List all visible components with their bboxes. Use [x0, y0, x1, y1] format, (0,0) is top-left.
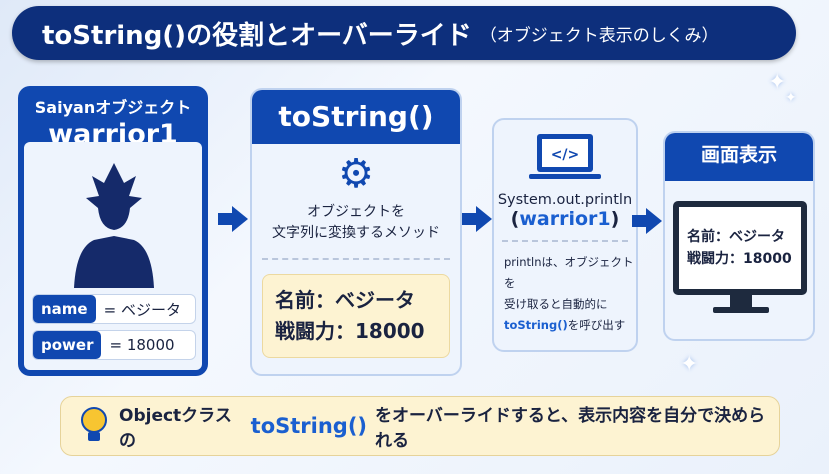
arrow-right-icon: [218, 206, 248, 232]
field-key: power: [33, 331, 102, 359]
field-name: name = ベジータ: [32, 294, 196, 324]
divider: [262, 258, 450, 260]
method-title: toString(): [252, 90, 460, 144]
display-card: 画面表示 名前：ベジータ 戦闘力：18000: [663, 131, 815, 341]
page-title: toString()の役割とオーバーライド （オブジェクト表示のしくみ）: [12, 6, 796, 60]
paren: (: [510, 208, 520, 230]
divider: [502, 240, 628, 242]
lightbulb-icon: [81, 407, 107, 441]
object-card: Saiyanオブジェクト warrior1 name = ベジータ power …: [18, 86, 208, 376]
monitor-stand: [730, 295, 752, 309]
title-main: toString()の役割とオーバーライド: [42, 20, 472, 51]
laptop-code-icon: </>: [529, 134, 601, 179]
screen-line: 名前：ベジータ: [687, 229, 785, 245]
sparkle-icon: ✦: [785, 90, 797, 106]
println-card: </> System.out.println (warrior1) printl…: [492, 118, 638, 352]
note-method: toString(): [504, 318, 568, 332]
note-line: printlnは、オブジェクトを: [504, 255, 634, 290]
field-power: power = 18000: [32, 330, 196, 360]
desc-line: オブジェクトを: [307, 204, 405, 220]
gear-icon: ⚙: [338, 151, 374, 197]
title-sub: （オブジェクト表示のしくみ）: [479, 25, 719, 46]
footer-method: toString(): [250, 414, 368, 438]
field-value: = ベジータ: [103, 300, 181, 319]
svg-text:</>: </>: [551, 147, 580, 163]
paren: ): [610, 208, 620, 230]
println-call: System.out.println: [497, 192, 633, 208]
class-label: Saiyanオブジェクト: [34, 98, 192, 117]
println-arg: warrior1: [519, 208, 611, 230]
note-line: 受け取ると自動的に: [504, 297, 608, 311]
warrior-silhouette-icon: [74, 163, 154, 288]
footer-text: Objectクラスの: [119, 406, 232, 451]
result-line: 戦闘力：18000: [275, 319, 425, 343]
field-value: = 18000: [109, 336, 175, 354]
sparkle-icon: ✦: [768, 70, 787, 95]
result-box: 名前：ベジータ 戦闘力：18000: [262, 274, 450, 358]
result-line: 名前：ベジータ: [275, 288, 415, 312]
field-key: name: [33, 295, 96, 323]
note-line: を呼び出す: [567, 318, 626, 332]
screen-line: 戦闘力：18000: [687, 251, 792, 267]
sparkle-icon: ✦: [680, 352, 699, 377]
arrow-right-icon: [462, 206, 492, 232]
display-title: 画面表示: [665, 133, 813, 181]
desc-line: 文字列に変換するメソッド: [272, 225, 440, 241]
monitor-icon: 名前：ベジータ 戦闘力：18000: [673, 201, 807, 295]
footer-text: をオーバーライドすると、表示内容を自分で決められる: [375, 406, 766, 451]
footer-tip: Objectクラスの toString() をオーバーライドすると、表示内容を自…: [60, 396, 780, 456]
tostring-card: toString() ⚙ オブジェクトを 文字列に変換するメソッド 名前：ベジー…: [250, 88, 462, 376]
arrow-right-icon: [632, 208, 662, 234]
monitor-base: [713, 307, 769, 313]
